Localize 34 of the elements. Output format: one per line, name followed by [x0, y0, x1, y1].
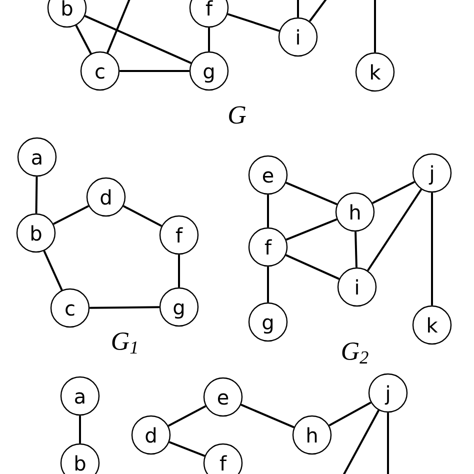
graph-edge: [79, 416, 81, 444]
graph-edge: [90, 306, 160, 309]
graph-edge: [308, 0, 328, 22]
graph-edge: [178, 254, 180, 288]
graph-edge: [366, 188, 422, 272]
graph-edge: [342, 410, 380, 474]
graph-edge: [122, 205, 162, 227]
graph-label: G$_{2}$: [342, 342, 368, 364]
graph-label: G$_{1}$: [112, 332, 137, 354]
graph-edge: [285, 254, 340, 280]
graph-edge: [372, 180, 415, 204]
graph-edge: [431, 192, 433, 306]
graph-edge: [267, 194, 269, 228]
graph-edge: [75, 24, 92, 54]
graph-edge: [328, 402, 372, 426]
graph-edge: [208, 28, 210, 52]
graph-edge: [240, 404, 294, 428]
graph-edge: [374, 0, 376, 52]
graph-edge: [84, 15, 192, 64]
graph-edge: [297, 0, 299, 18]
graph-edge: [106, 0, 131, 54]
graph-edge: [286, 218, 338, 241]
graph-edge: [168, 405, 206, 427]
graph-edge: [286, 182, 338, 206]
graph-edge: [43, 250, 63, 291]
graph-edge: [35, 176, 38, 214]
graph-label: G: [229, 106, 246, 124]
graph-edge: [387, 412, 389, 474]
graph-edge: [52, 205, 90, 225]
graph-edge: [227, 13, 280, 32]
graph-edge: [120, 70, 190, 72]
graph-edge: [354, 232, 358, 268]
graph-edge: [168, 441, 206, 457]
graph-edge: [267, 266, 269, 302]
